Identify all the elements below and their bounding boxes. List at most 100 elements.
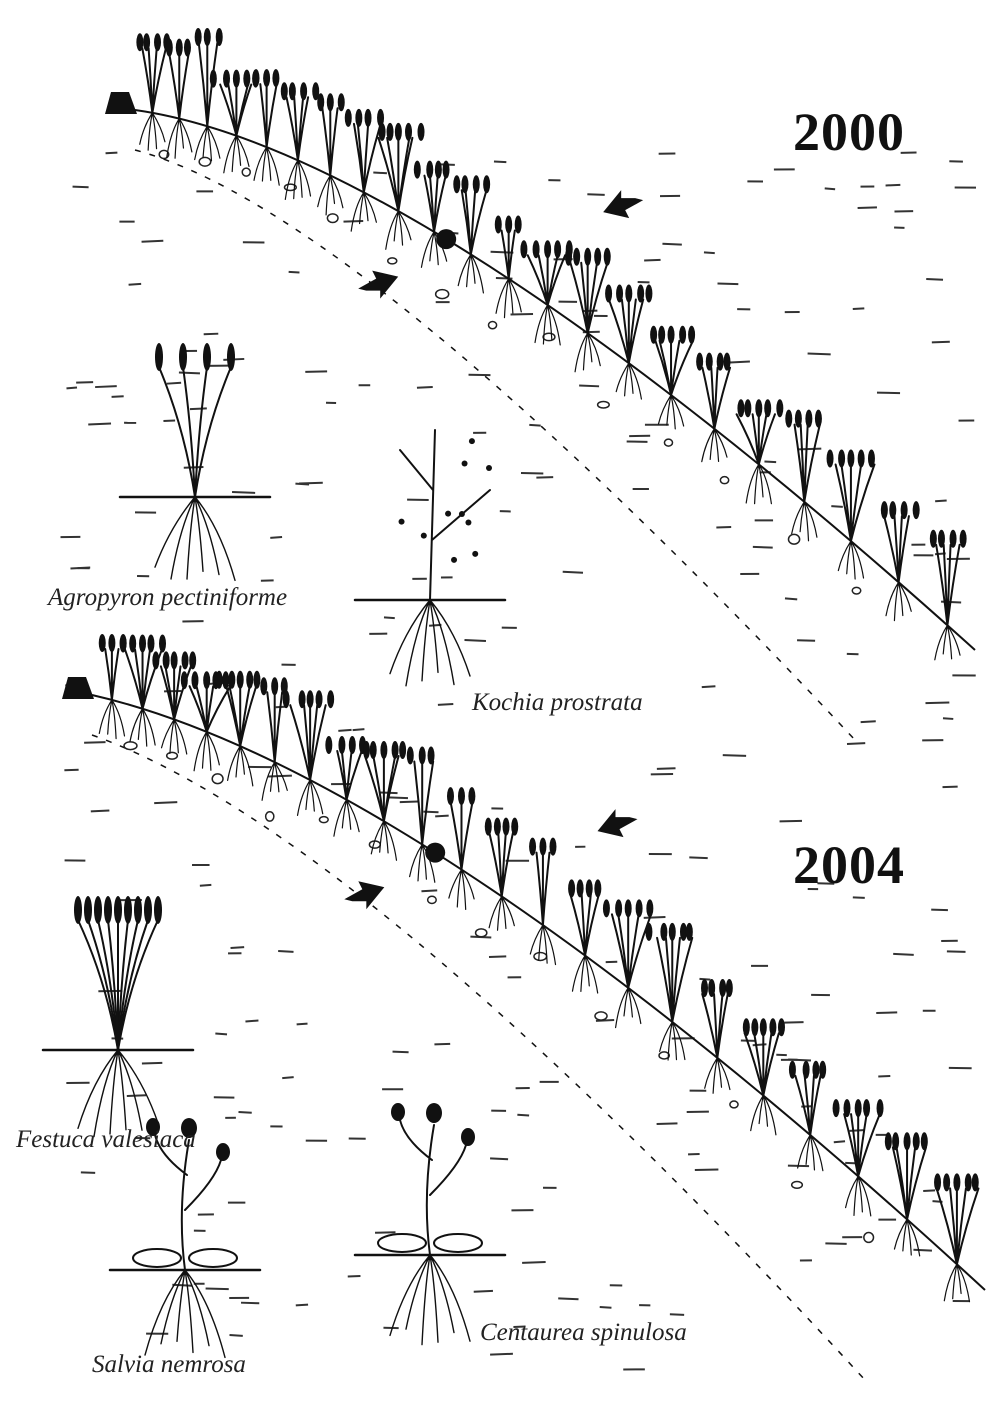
- soil-dash: [942, 785, 958, 789]
- pebble: [198, 156, 212, 167]
- soil-dash: [230, 946, 245, 949]
- soil-dash: [95, 385, 117, 389]
- soil-dash: [298, 481, 323, 485]
- soil-dash: [215, 1032, 228, 1036]
- soil-dash: [84, 741, 106, 744]
- slope-plant: [520, 240, 573, 346]
- soil-dash: [878, 1074, 891, 1078]
- species-label-centaurea: Centaurea spinulosa: [480, 1319, 687, 1346]
- soil-dash: [764, 460, 777, 464]
- pebble: [165, 751, 179, 760]
- soil-dash: [72, 185, 89, 189]
- pebble: [596, 400, 610, 409]
- pebble: [787, 533, 801, 545]
- soil-dash: [701, 685, 716, 689]
- soil-dash: [295, 1303, 309, 1307]
- species-label-salvia: Salvia nemrosa: [92, 1351, 246, 1378]
- slope-bed-line: [91, 734, 866, 1381]
- pebble: [863, 1231, 875, 1244]
- pebble: [426, 895, 437, 905]
- soil-dash: [722, 754, 747, 757]
- soil-dash: [490, 1352, 513, 1356]
- soil-dash: [199, 883, 212, 887]
- slope-plant: [252, 69, 280, 186]
- soil-dash: [488, 955, 507, 958]
- soil-dash: [817, 882, 835, 885]
- arrow-icon: [603, 190, 644, 219]
- slope-plant: [406, 746, 436, 883]
- soil-dash: [831, 505, 843, 508]
- slope-plant: [645, 922, 694, 1061]
- soil-dash: [288, 270, 300, 274]
- soil-dash: [66, 386, 78, 390]
- soil-dash: [694, 1168, 719, 1171]
- slope-bed-line: [134, 149, 856, 741]
- pebble: [386, 257, 398, 265]
- soil-dash: [558, 1297, 579, 1301]
- soil-dash: [717, 282, 739, 286]
- soil-dash: [876, 391, 901, 395]
- soil-dash: [154, 801, 178, 805]
- pebble: [594, 1011, 608, 1021]
- slope-plant: [282, 690, 335, 816]
- soil-dash: [926, 277, 944, 281]
- soil-dash: [752, 545, 773, 549]
- pebble: [533, 951, 548, 962]
- soil-dash: [833, 1140, 846, 1144]
- soil-dash: [669, 1313, 685, 1316]
- soil-dash: [373, 171, 387, 175]
- slope-plant: [362, 740, 407, 861]
- slope-plant: [929, 529, 967, 661]
- soil-dash: [296, 1022, 308, 1026]
- soil-dash: [90, 809, 110, 813]
- soil-dash: [923, 1189, 936, 1193]
- pebble: [241, 167, 251, 177]
- soil-dash: [857, 206, 877, 209]
- pebble: [729, 1100, 739, 1109]
- soil-dash: [703, 251, 715, 255]
- soil-dash: [240, 1301, 260, 1305]
- slope-plant: [484, 817, 519, 931]
- year-label-2004: 2004: [793, 835, 905, 895]
- soil-dash: [245, 1019, 259, 1023]
- slope-plants: [98, 27, 980, 1303]
- pebble: [158, 149, 170, 160]
- slope-plant: [880, 501, 920, 622]
- soil-dash: [729, 360, 750, 364]
- soil-dash: [282, 1076, 294, 1080]
- slope-plant: [180, 671, 232, 772]
- soil-dash: [141, 1061, 163, 1065]
- slope-plant: [453, 175, 491, 294]
- pebble: [663, 438, 674, 447]
- soil-dash: [111, 395, 124, 398]
- soil-dash: [925, 701, 950, 705]
- soil-dash: [656, 1122, 678, 1126]
- soil-dash: [178, 371, 200, 375]
- markers: [62, 92, 644, 910]
- pebble: [851, 586, 862, 595]
- soil-dash: [399, 800, 419, 804]
- soil-dash: [942, 717, 954, 720]
- soil-dash: [893, 952, 914, 956]
- soil-dash: [913, 1248, 932, 1252]
- soil-dash: [88, 422, 112, 426]
- slope-plant: [119, 634, 167, 747]
- soil-dash: [238, 1110, 252, 1114]
- soil-dash: [141, 239, 164, 243]
- slope-plant: [377, 122, 425, 250]
- soil-dash: [464, 639, 487, 643]
- arrow-icon: [597, 809, 638, 838]
- soil-dash: [416, 385, 433, 389]
- agropyron-specimen: [118, 343, 272, 582]
- species-label-festuca: Festuca valesiaca: [16, 1126, 196, 1153]
- festuca-specimen: [41, 896, 195, 1138]
- slope-plant: [605, 284, 653, 400]
- soil-dash: [852, 896, 865, 899]
- soil-dash: [203, 332, 219, 336]
- slope-profiles: [91, 109, 986, 1381]
- soil-marks: [60, 151, 977, 1371]
- soil-dash: [689, 856, 708, 860]
- soil-dash: [824, 187, 836, 191]
- soil-dash: [493, 160, 507, 164]
- slope-plant: [152, 651, 197, 755]
